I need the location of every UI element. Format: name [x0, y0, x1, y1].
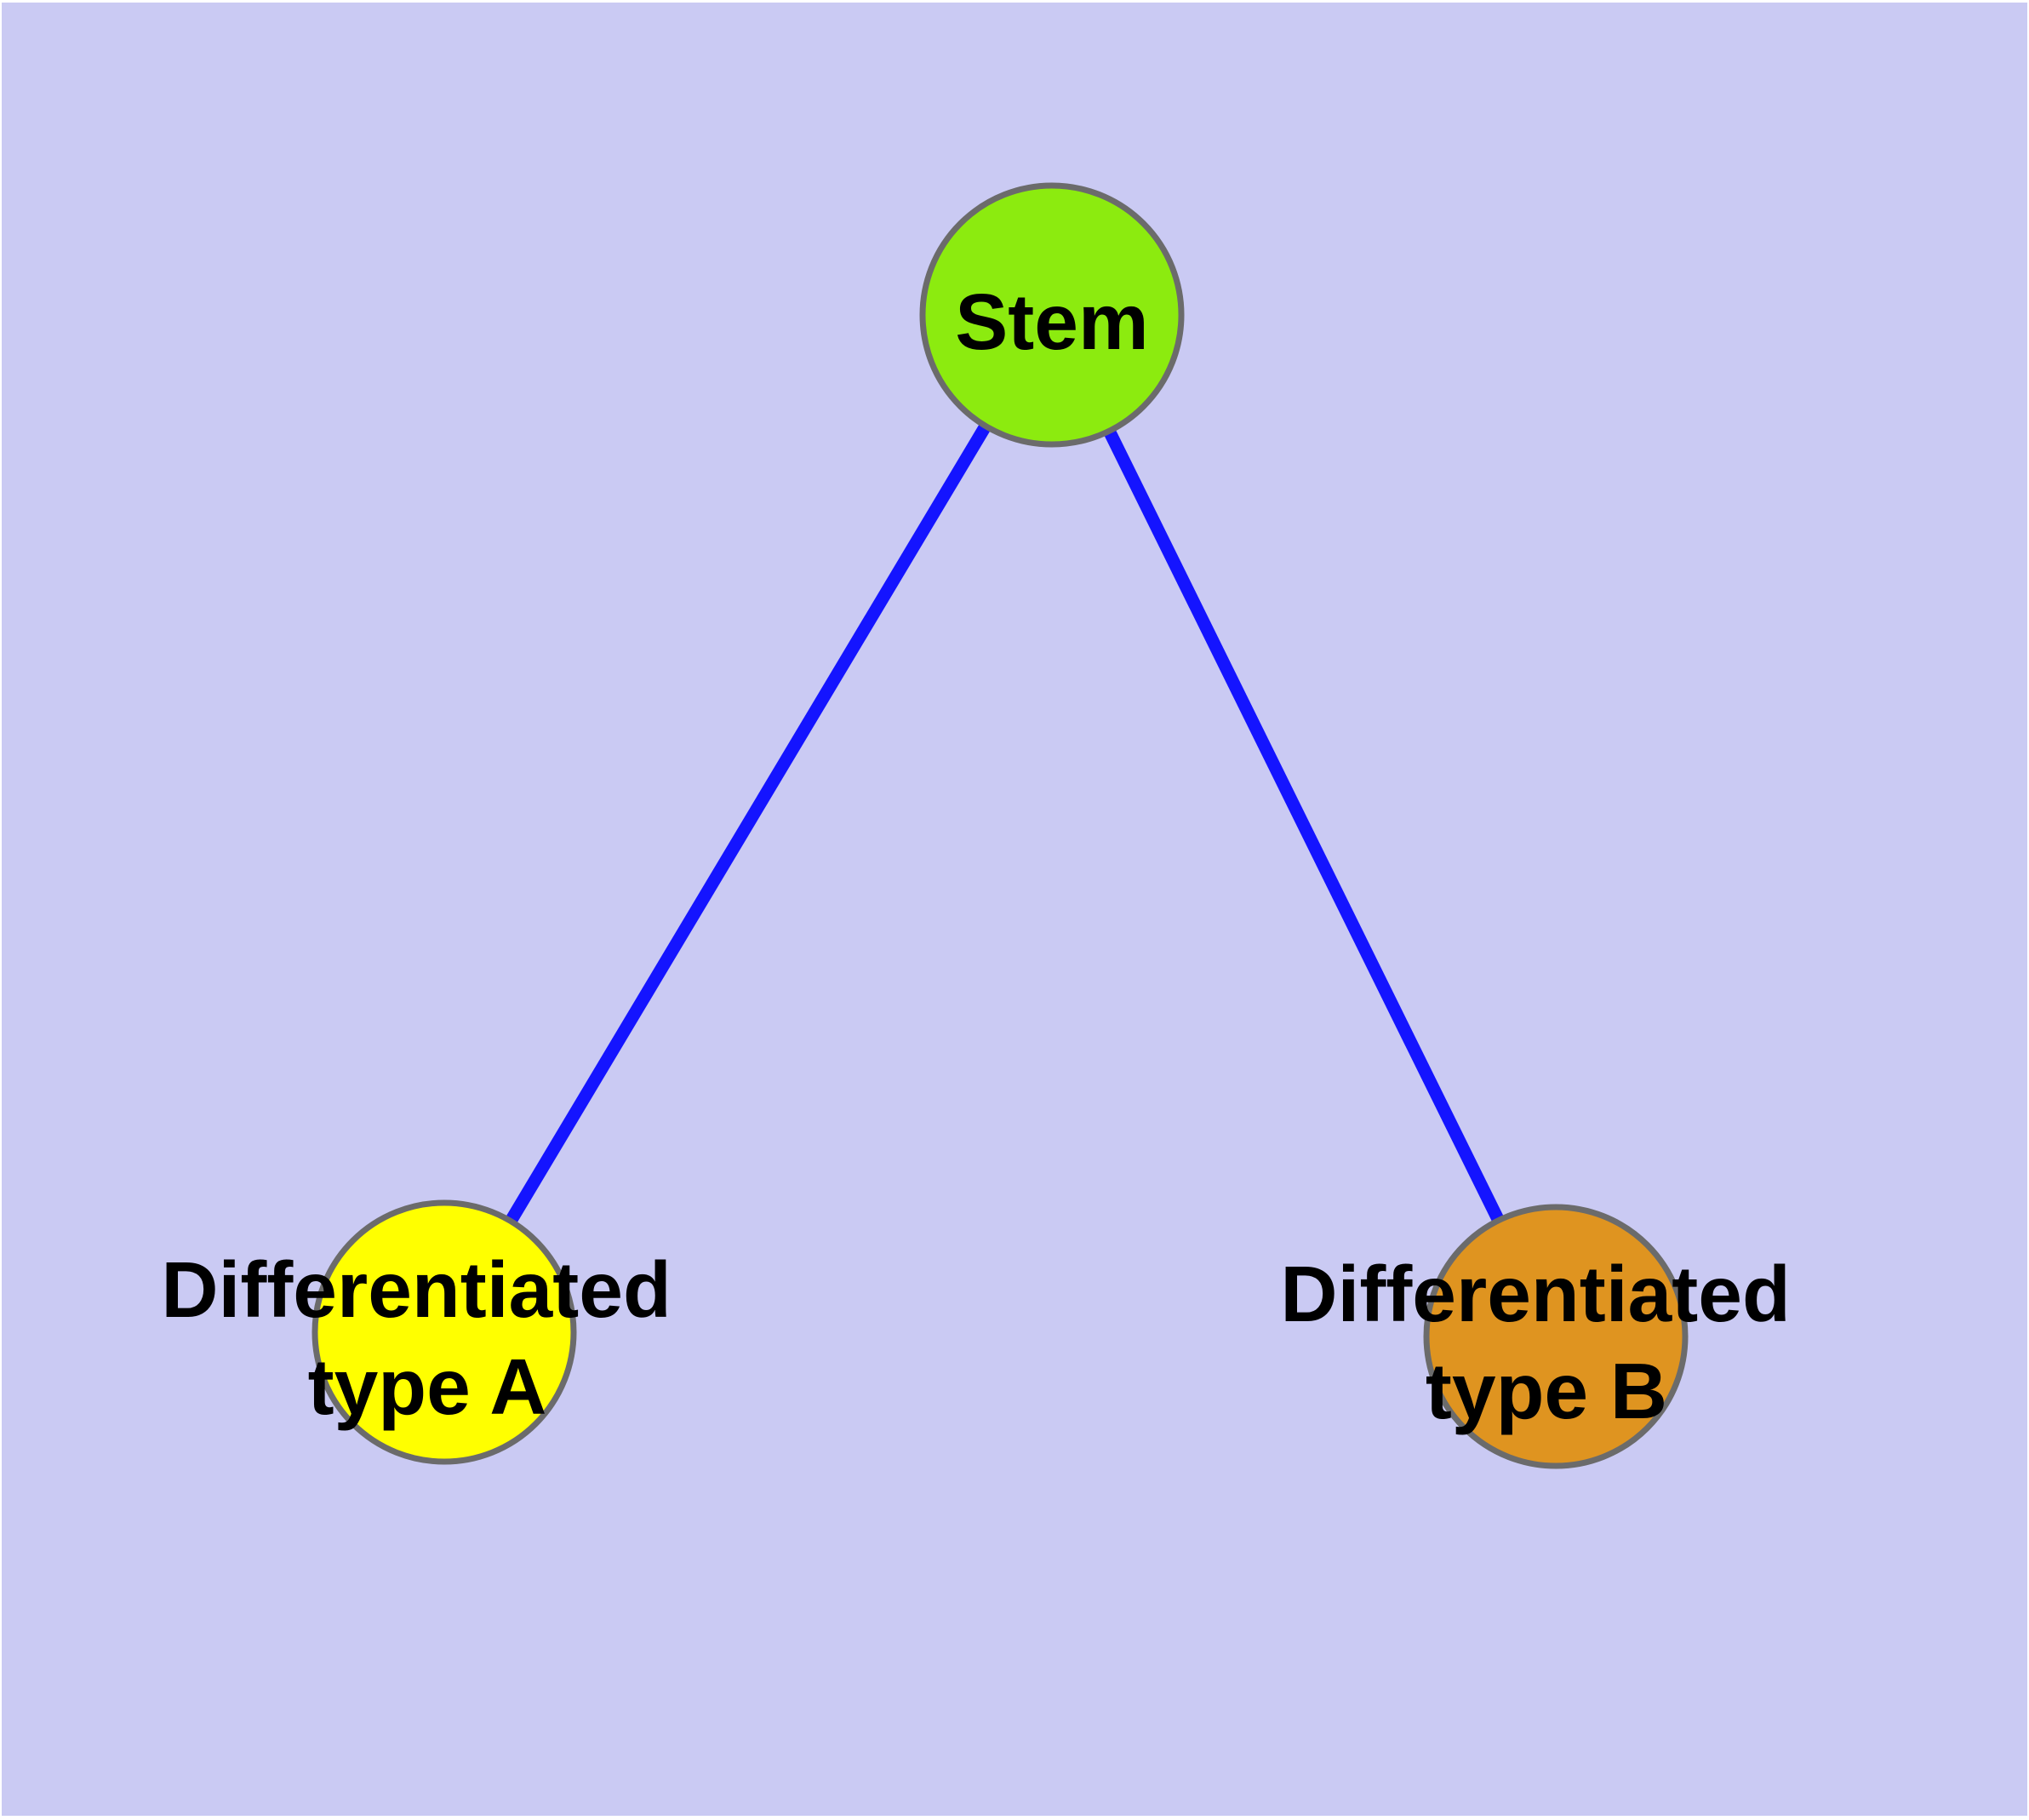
node-differentiated-type-a-label: Differentiated type A — [161, 1218, 693, 1431]
node-stem-circle[interactable] — [919, 182, 1185, 448]
edge-stem-to-type-a — [438, 312, 1058, 1336]
node-differentiated-type-b-label: Differentiated type B — [1280, 1222, 1812, 1435]
node-differentiated-type-b-label-line1: Differentiated — [1280, 1250, 1790, 1338]
node-stem-label-line: Stem — [955, 278, 1148, 366]
node-differentiated-type-a-label-line2: type A — [308, 1342, 547, 1431]
node-differentiated-type-a[interactable]: Differentiated type A — [161, 1199, 693, 1465]
node-stem-label: Stem — [955, 278, 1148, 366]
node-differentiated-type-b-label-line2: type B — [1426, 1347, 1667, 1435]
edge-group — [438, 312, 1562, 1340]
edge-stem-to-type-b — [1046, 312, 1562, 1340]
node-differentiated-type-a-circle[interactable] — [311, 1199, 577, 1465]
node-differentiated-type-b-circle[interactable] — [1423, 1204, 1689, 1469]
node-differentiated-type-b[interactable]: Differentiated type B — [1280, 1204, 1812, 1469]
node-differentiated-type-a-label-line1: Differentiated — [161, 1245, 671, 1334]
node-stem[interactable]: Stem — [919, 182, 1185, 448]
